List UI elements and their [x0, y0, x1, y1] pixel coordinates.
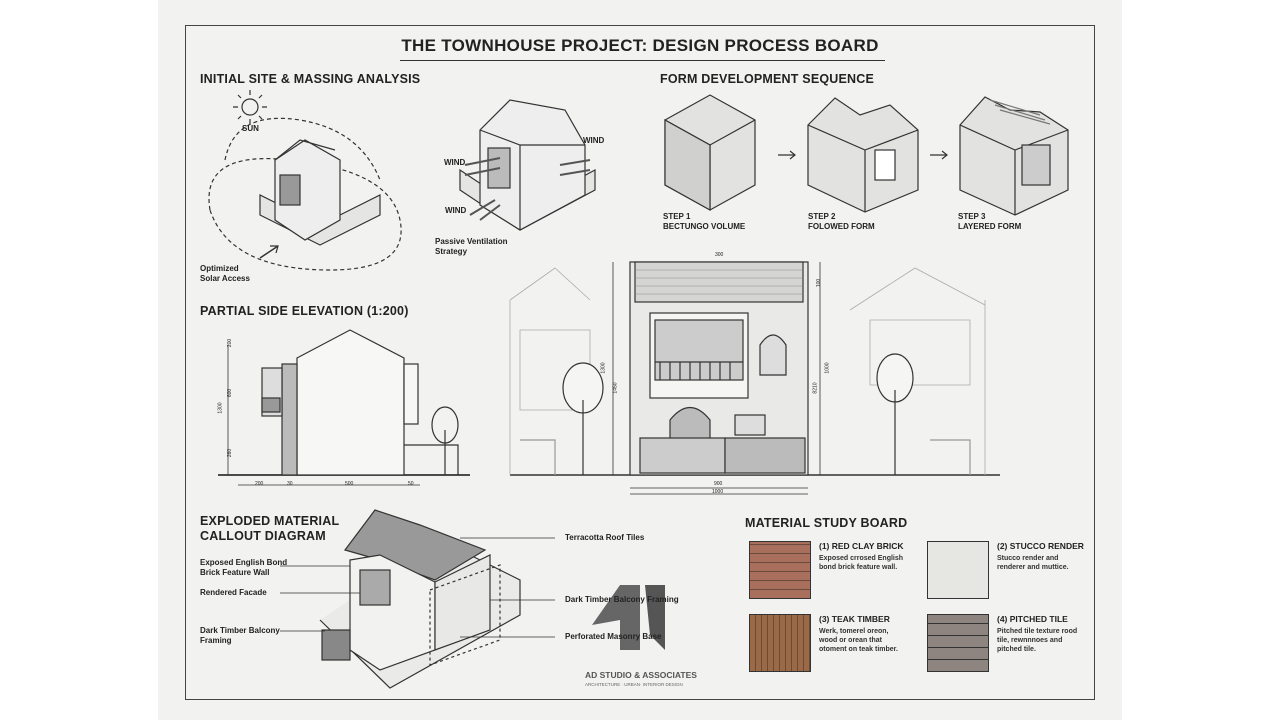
wind-label-2: WIND — [444, 158, 466, 167]
dim-label: 1000 — [712, 489, 724, 495]
dim-label: 500 — [345, 481, 354, 487]
studio-name: AD STUDIO & ASSOCIATES — [585, 670, 697, 680]
material-title: (4) PITCHED TILE — [997, 614, 1068, 624]
dim-label: 260 — [227, 448, 234, 458]
dim-label: 200 — [255, 481, 264, 487]
callout-brick-wall: Exposed English Bond Brick Feature Wall — [200, 558, 288, 577]
board-title: THE TOWNHOUSE PROJECT: DESIGN PROCESS BO… — [401, 36, 879, 55]
board-frame — [185, 25, 1095, 700]
callout-leader-lines — [280, 537, 555, 638]
arrow-icon — [930, 150, 948, 160]
callout-roof-tiles: Terracotta Roof Tiles — [565, 533, 645, 542]
wind-label-1: WIND — [583, 136, 605, 145]
exploded-heading: EXPLODED MATERIAL CALLOUT DIAGRAM — [200, 514, 340, 543]
form-heading: FORM DEVELOPMENT SEQUENCE — [660, 72, 875, 86]
dim-label: 200 — [227, 338, 234, 348]
side-elevation-drawing — [218, 329, 470, 486]
material-title: (2) STUCCO RENDER — [997, 541, 1084, 551]
dim-label: 600 — [227, 388, 234, 398]
materials-heading: MATERIAL STUDY BOARD — [745, 516, 908, 530]
site-massing-drawing — [208, 90, 402, 271]
dim-label: 50 — [408, 481, 414, 487]
dim-label: 1000 — [824, 362, 831, 374]
ventilation-label: Passive Ventilation Strategy — [435, 237, 508, 256]
form-step-1-drawing — [664, 94, 756, 212]
dim-label: 1300 — [217, 402, 224, 414]
dim-label: 1450 — [612, 382, 619, 394]
dim-label: 1300 — [600, 362, 607, 374]
dim-label: 100 — [816, 278, 823, 288]
material-desc: Stucco render and renderer and muttice. — [997, 555, 1069, 571]
studio-tagline: ARCHITECTURE · URBAN· INTERIOR DESIGN — [585, 682, 683, 687]
sun-label: SUN — [242, 124, 259, 133]
exploded-diagram-drawing — [319, 509, 521, 689]
wind-label-3: WIND — [445, 206, 467, 215]
title-underline — [400, 60, 885, 61]
ventilation-drawing — [459, 99, 596, 231]
site-heading: INITIAL SITE & MASSING ANALYSIS — [200, 72, 421, 86]
tile-swatch — [927, 614, 989, 672]
form-step-3-drawing — [959, 96, 1069, 216]
dim-label: 30 — [287, 481, 293, 487]
dim-label: 900 — [714, 481, 723, 487]
material-title: (3) TEAK TIMBER — [819, 614, 890, 624]
callout-rendered-facade: Rendered Facade — [200, 588, 267, 597]
solar-label: Optimized Solar Access — [200, 264, 250, 283]
material-desc: Werk, tomerel oreon, wood or orean that … — [819, 628, 898, 653]
dim-label: 300 — [715, 252, 724, 258]
callout-timber-framing: Dark Timber Balcony Framing — [565, 595, 679, 604]
sun-icon — [241, 98, 259, 116]
material-desc: Pitched tile texture rood tile, rewnnnoe… — [997, 628, 1078, 653]
elevation-heading: PARTIAL SIDE ELEVATION (1:200) — [200, 304, 409, 318]
material-title: (1) RED CLAY BRICK — [819, 541, 904, 551]
dim-label: 8210 — [812, 382, 819, 394]
logo-mark — [592, 585, 665, 650]
stucco-swatch — [927, 541, 989, 599]
material-desc: Exposed crrosed English bond brick featu… — [819, 555, 904, 571]
front-elevation-drawing — [509, 261, 1000, 495]
callout-masonry-base: Perforated Masonry Base — [565, 632, 662, 641]
form-step-2-drawing — [807, 97, 919, 213]
brick-swatch — [749, 541, 811, 599]
timber-swatch — [749, 614, 811, 672]
arrow-icon — [778, 150, 796, 160]
callout-balcony-framing: Dark Timber Balcony Framing — [200, 626, 280, 645]
